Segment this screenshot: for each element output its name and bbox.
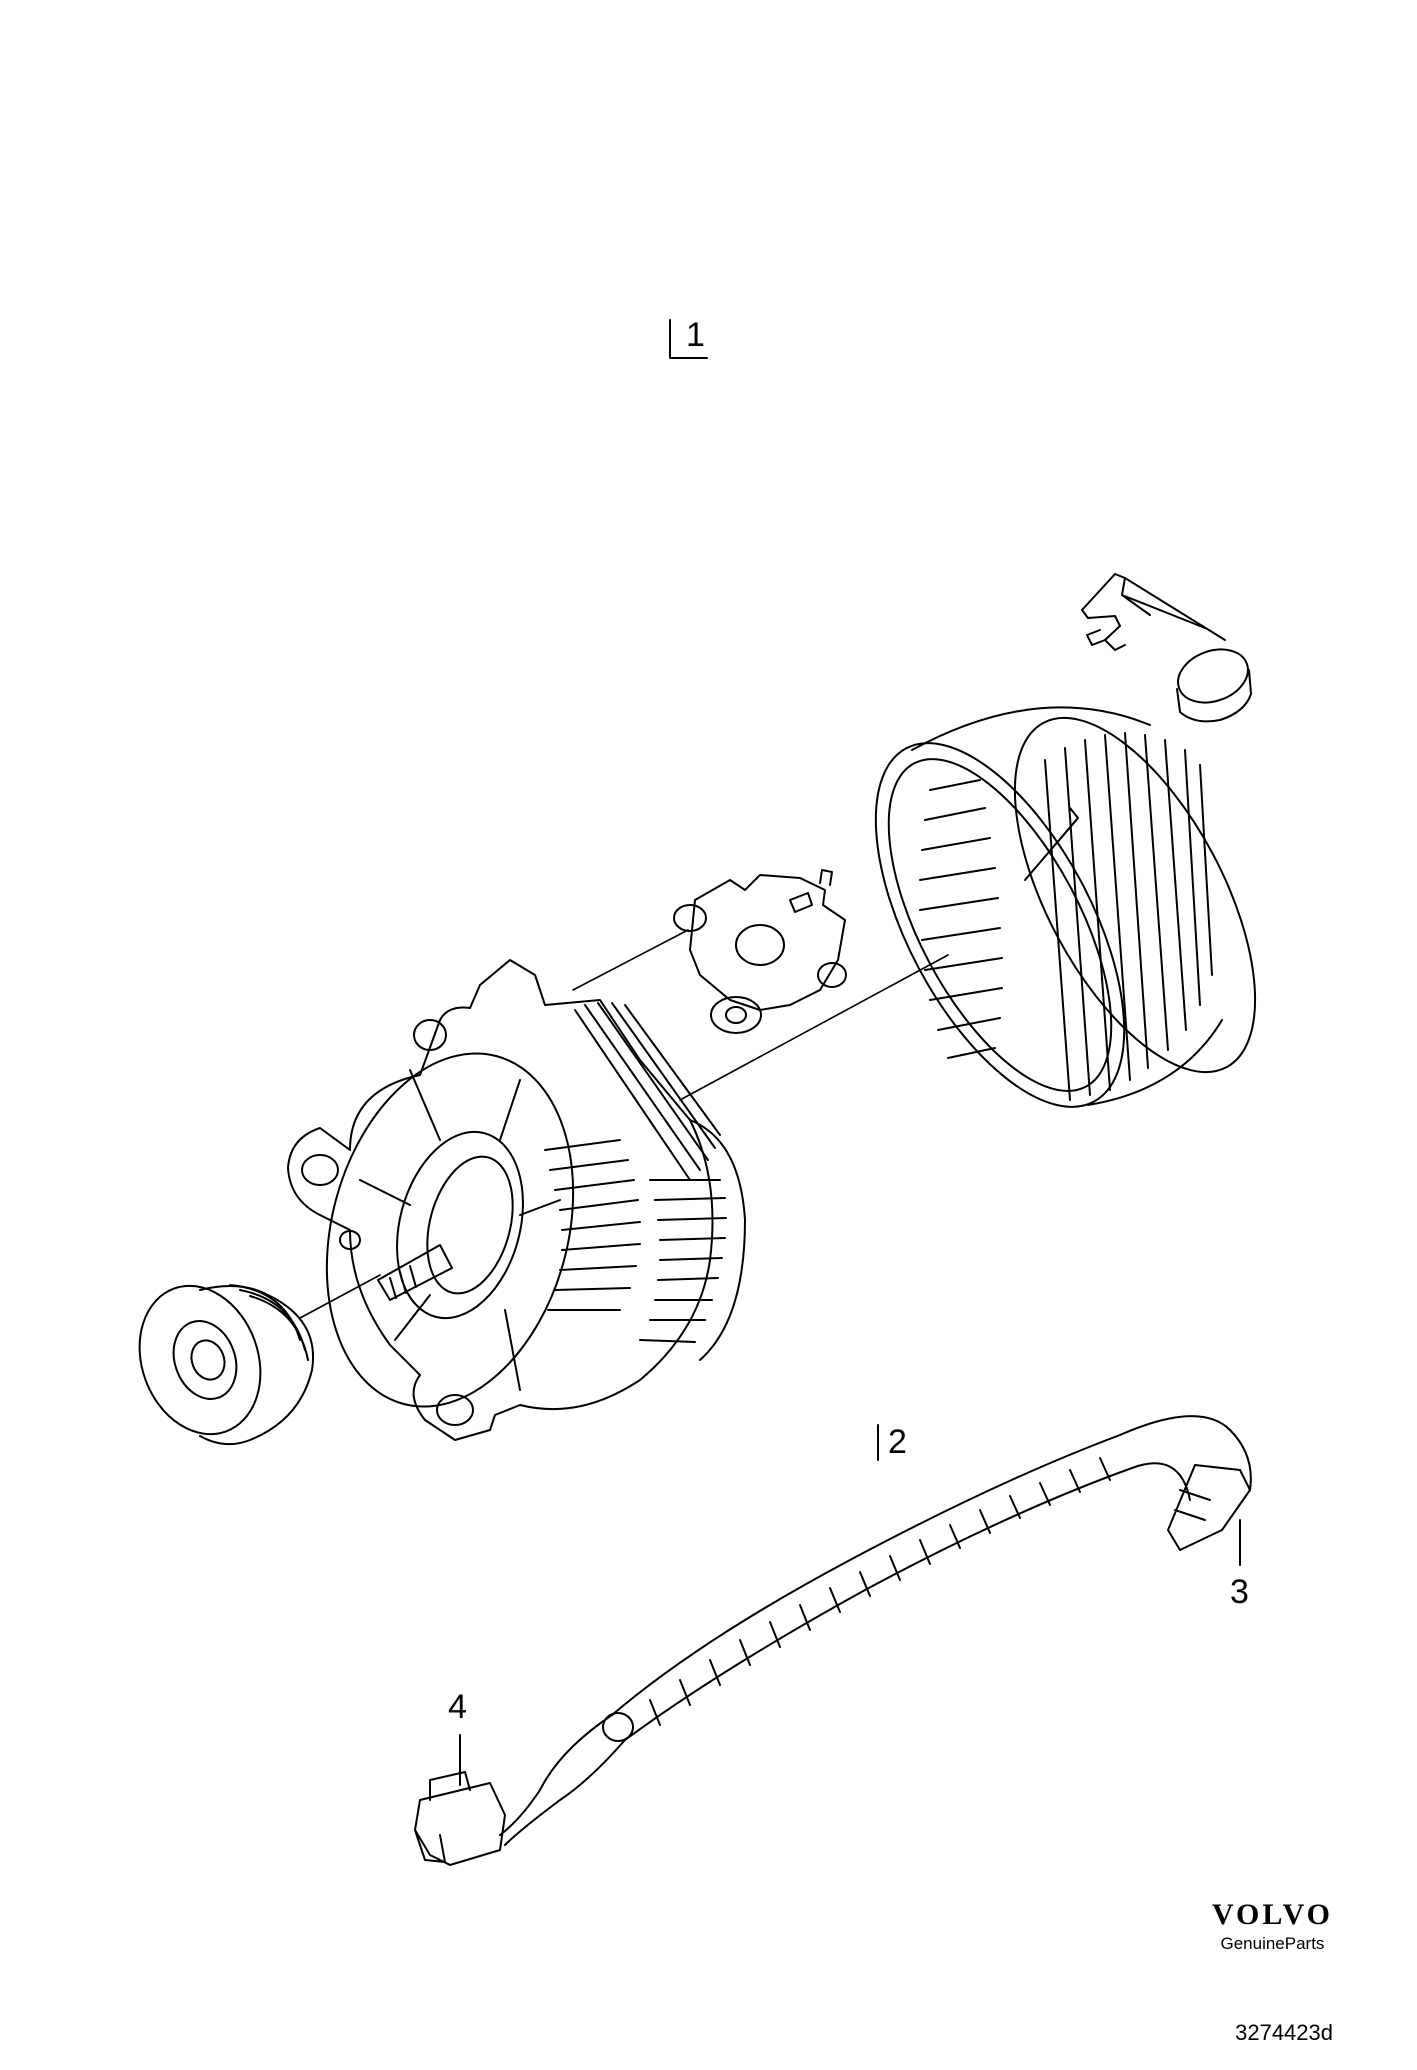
alternator-housing-part [287, 959, 746, 1441]
brand-tagline: GenuineParts [1220, 1934, 1325, 1953]
rear-cover-part [874, 706, 1257, 1108]
bracket-clip-part [1081, 573, 1252, 723]
assembly-axis-lines [299, 929, 949, 1319]
wiring-harness-part [414, 1415, 1252, 1866]
callout-label-2: 2 [888, 1423, 907, 1461]
diagram-code: 3274423d [1235, 2020, 1333, 2045]
voltage-regulator-part [673, 869, 847, 1034]
callout-1-bracket [669, 319, 708, 359]
brand-block: VOLVO GenuineParts [1212, 1898, 1333, 1954]
volvo-logo: VOLVO [1211, 1898, 1333, 1931]
callout-label-1: 1 [686, 316, 705, 354]
callout-label-4: 4 [448, 1688, 467, 1726]
pulley-part [138, 1284, 314, 1446]
callout-label-3: 3 [1230, 1573, 1249, 1611]
